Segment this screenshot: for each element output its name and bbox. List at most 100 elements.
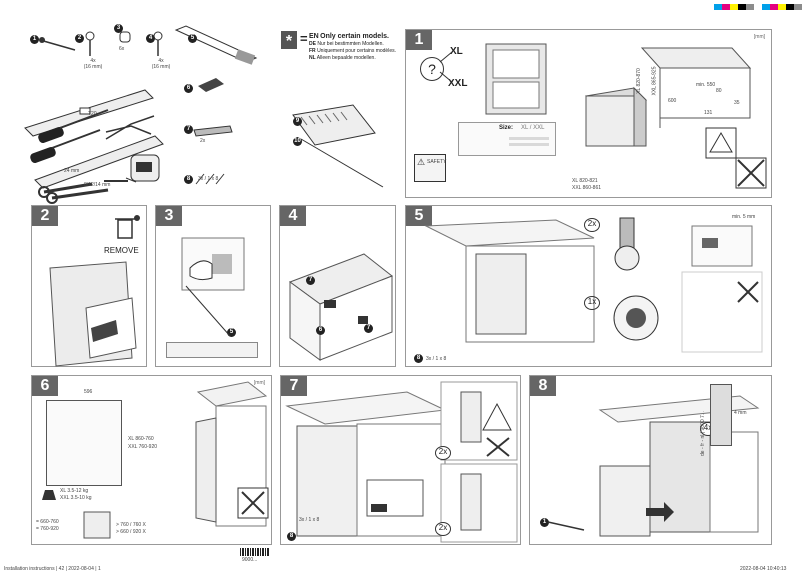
step-8-screw-icon xyxy=(547,521,585,531)
step-5-panel: 5 2x 1x min. 5 mm 8 3x / 1 x 8 xyxy=(405,205,772,367)
tool-bullet-1: 1 xyxy=(30,35,39,44)
bar-7-icon xyxy=(193,125,233,137)
part-bullet-6: 6 xyxy=(184,84,193,93)
part-bullet-9: 9 xyxy=(293,117,302,126)
dim-35: 35 xyxy=(734,100,740,106)
screw-2-icon xyxy=(85,31,95,56)
part-7-count: 2x xyxy=(200,138,206,144)
screwdriver-icon xyxy=(38,109,109,144)
limit-2: > 660 / 920 X xyxy=(116,529,146,535)
color-swatch xyxy=(730,4,738,10)
door-install-illustration xyxy=(288,253,393,361)
pliers-icon xyxy=(105,115,155,140)
dim-131: 131 xyxy=(704,110,713,116)
level-adjust-closeup xyxy=(613,295,659,341)
color-swatch xyxy=(714,4,722,10)
footer-left: Installation instructions | 42 | 2022-08… xyxy=(4,566,101,572)
weight-xxl: XXL 3.5-10 kg xyxy=(60,495,92,501)
hand-strip-illustration xyxy=(181,237,245,291)
weight-icon xyxy=(42,490,56,500)
step-3-number: 3 xyxy=(156,206,182,226)
gap-closeup xyxy=(691,225,753,267)
safety-booklet: ⚠ SAFETY xyxy=(414,154,446,182)
trash-bin-icon xyxy=(115,215,140,239)
lang-line-de: DE Nur bei bestimmten Modellen. xyxy=(309,41,384,47)
tool-2-size: 4x (16 mm) xyxy=(83,58,103,70)
step-4-bullet-6: 6 xyxy=(316,326,325,335)
dishwasher-illustration xyxy=(584,86,648,147)
qty-2x-badge-b: 2x xyxy=(435,522,451,536)
gap-callout xyxy=(710,384,732,446)
part-bullet-8: 8 xyxy=(184,175,193,184)
color-swatch xyxy=(778,4,786,10)
step-4-panel: 4 7 6 7 xyxy=(279,205,396,367)
equals-sign: = xyxy=(300,31,308,46)
color-swatch xyxy=(722,4,730,10)
wrench-icon xyxy=(38,182,93,198)
comb-strip-icon xyxy=(292,104,376,146)
cap-3-icon xyxy=(119,31,131,43)
color-swatch xyxy=(738,4,746,10)
step-5-number: 5 xyxy=(406,206,432,226)
models-note-panel: * = EN Only certain models. DE Nur bei b… xyxy=(281,29,398,197)
color-swatch xyxy=(786,4,794,10)
height-xl: XL 860-760 xyxy=(128,436,154,442)
dim-80: 80 xyxy=(716,88,722,94)
step-8-bullet-1: 1 xyxy=(540,518,549,527)
side-note: de - fr - nl | 9000 7... xyxy=(700,411,706,456)
foot-xxl: XXL 860-861 xyxy=(572,185,602,191)
color-swatch xyxy=(762,4,770,10)
drill-bit-icon xyxy=(104,180,128,182)
step-4-bullet-7b: 7 xyxy=(364,324,373,333)
range-1: = 660-760 xyxy=(36,519,59,525)
step-7-panel: 7 2x 2x 8 3x / 1 x 8 xyxy=(280,375,521,545)
size-xxl-label: XXL xyxy=(448,78,468,89)
final-install-illustration xyxy=(598,395,760,537)
size-arrows xyxy=(439,51,453,83)
color-swatch xyxy=(746,4,754,10)
language-lines: EN Only certain models. DE Nur bei besti… xyxy=(309,33,401,62)
limit-1: > 760 / 760 X xyxy=(116,522,146,528)
lang-line-fr: FR Uniquement pour certains modèles. xyxy=(309,48,396,54)
warning-icon: ⚠ xyxy=(417,157,426,167)
dim-width: min. 550 xyxy=(696,82,716,88)
anchor-closeup-1 xyxy=(440,381,518,461)
strip-pointer-line xyxy=(185,285,231,337)
foot-screw-closeup xyxy=(366,479,424,517)
foot-xl: XL 820-821 xyxy=(572,178,598,184)
min-gap-label: min. 5 mm xyxy=(732,214,756,220)
kitchen-niche-illustration xyxy=(424,219,595,343)
step-3-panel: 3 5 xyxy=(155,205,271,367)
step-6-panel: 6 [mm] 596 XL 860-760 XXL 760-920 XL 3.5… xyxy=(31,375,272,545)
step-8-number: 8 xyxy=(530,376,556,396)
step-5-bullet-8: 8 xyxy=(414,354,423,363)
width-dim: 596 xyxy=(84,389,93,395)
tool-3-count: 6x xyxy=(119,46,125,52)
step-7-number: 7 xyxy=(281,376,307,396)
tape-measure-icon xyxy=(125,154,160,183)
step-7-bullet-8: 8 xyxy=(287,532,296,541)
step-2-number: 2 xyxy=(32,206,58,226)
remove-label: REMOVE xyxy=(104,246,139,255)
step-4-number: 4 xyxy=(280,206,306,226)
part-bullet-10: 10 xyxy=(293,137,302,146)
push-arrow-icon xyxy=(646,502,674,522)
level-2-icon xyxy=(34,135,164,189)
safety-label: SAFETY xyxy=(427,159,447,165)
niche-dimension-drawing xyxy=(640,47,752,128)
step-3-part-bullet: 5 xyxy=(227,328,236,337)
color-swatch xyxy=(794,4,802,10)
gap-label: 4 mm xyxy=(734,410,747,416)
barcode xyxy=(240,548,270,556)
hinge-closeup xyxy=(83,511,111,539)
step-6-number: 6 xyxy=(32,376,58,396)
screwdriver-2-icon xyxy=(30,129,101,164)
cross-out-icon xyxy=(681,271,763,353)
range-2: = 760-920 xyxy=(36,526,59,532)
tool-4-size: 4x (16 mm) xyxy=(151,58,171,70)
parts-section: 5 6 7 2x 8 3x / 1 x 8 xyxy=(170,20,270,200)
spirit-level-icon xyxy=(24,89,154,137)
qty-1x-badge: 1x xyxy=(584,296,600,310)
step-1-panel: 1 [mm] ? XL XXL Size: XL / XXL ⚠ SAFETY … xyxy=(405,29,772,198)
color-swatch xyxy=(754,4,762,10)
